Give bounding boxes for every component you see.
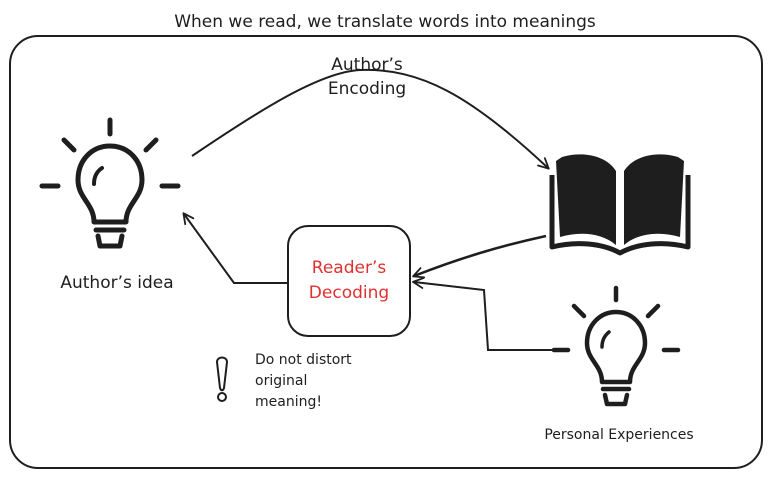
outer-frame: [9, 35, 763, 469]
decoding-to-idea-arrow: [182, 212, 288, 284]
open-book-icon: [549, 154, 691, 256]
encoding-arrow: [191, 68, 550, 170]
experience-to-decoding-arrow: [412, 277, 552, 351]
exclamation-icon: [216, 356, 228, 402]
warning-line2: original: [255, 373, 307, 389]
page-title: When we read, we translate words into me…: [174, 12, 596, 32]
encoding-label-line1: Author’s: [331, 55, 403, 75]
lightbulb-icon: [551, 285, 681, 407]
decoding-label-line2: Decoding: [309, 283, 389, 303]
decoding-box: [287, 225, 411, 337]
warning-line1: Do not distort: [255, 352, 352, 368]
lightbulb-icon: [39, 117, 181, 249]
decoding-label-line1: Reader’s: [312, 258, 387, 278]
author-idea-label: Author’s idea: [60, 273, 173, 293]
personal-experiences-label: Personal Experiences: [544, 427, 693, 443]
encoding-label-line2: Encoding: [328, 79, 406, 99]
book-to-decoding-arrow: [412, 234, 547, 279]
warning-line3: meaning!: [255, 394, 322, 410]
